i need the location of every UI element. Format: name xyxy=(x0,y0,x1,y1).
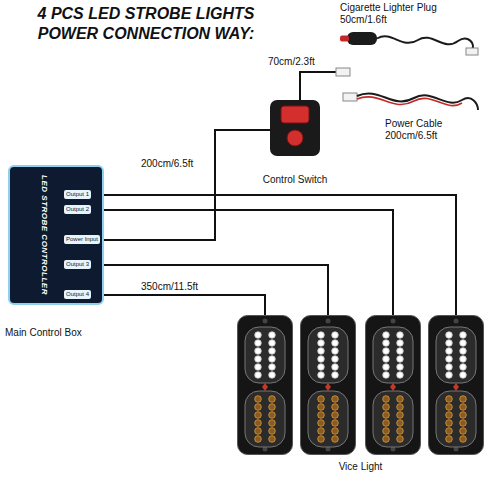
switch-wire xyxy=(300,72,336,100)
lighter-plug xyxy=(347,32,377,45)
title: 4 PCS LED STROBE LIGHTS POWER CONNECTION… xyxy=(6,4,286,44)
port-label: Output 2 xyxy=(64,205,91,214)
strobe-light xyxy=(366,316,421,455)
strobe-light xyxy=(429,316,484,455)
wire-length: 200cm/6.5ft xyxy=(140,158,194,169)
switch-body xyxy=(270,100,320,156)
wire xyxy=(104,130,270,240)
port-label: Power Input xyxy=(64,235,100,244)
plug-cable xyxy=(377,36,473,50)
strobe-light xyxy=(238,316,293,455)
dimension: 200cm/6.5ft xyxy=(385,130,484,142)
wire-connector xyxy=(466,48,478,55)
dimension: 70cm/2.3ft xyxy=(268,56,315,67)
wire xyxy=(104,210,393,315)
control-switch: Control Switch xyxy=(270,100,320,188)
vice-light-group: Vice Light xyxy=(235,315,486,475)
caption: Vice Light xyxy=(339,461,383,472)
wire-length: 350cm/11.5ft xyxy=(140,281,199,292)
part-name: Power Cable xyxy=(385,118,484,130)
port-label: Output 3 xyxy=(64,260,91,269)
wire-connector xyxy=(336,68,350,76)
power-cable-wire xyxy=(357,97,462,106)
port-label: Output 4 xyxy=(64,290,91,299)
port-label: Output 1 xyxy=(64,190,91,199)
part-name: Cigarette Lighter Plug xyxy=(340,2,484,14)
power-cable-wire xyxy=(357,93,478,110)
plug-tip xyxy=(340,36,349,42)
dimension: 50cm/1.6ft xyxy=(340,14,484,26)
power-cable-item: Power Cable200cm/6.5ft xyxy=(385,118,484,142)
wire-connector xyxy=(343,93,357,101)
caption: Control Switch xyxy=(263,174,327,185)
lighter-plug-item: Cigarette Lighter Plug50cm/1.6ft xyxy=(340,2,484,26)
wire xyxy=(104,195,456,315)
caption: Main Control Box xyxy=(5,327,82,338)
wire xyxy=(104,295,265,315)
wire xyxy=(104,265,328,315)
strobe-light xyxy=(301,316,356,455)
rocker-switch xyxy=(281,106,309,123)
device-label: LED STROBE CONTROLLER xyxy=(40,175,49,295)
push-button xyxy=(287,130,303,146)
